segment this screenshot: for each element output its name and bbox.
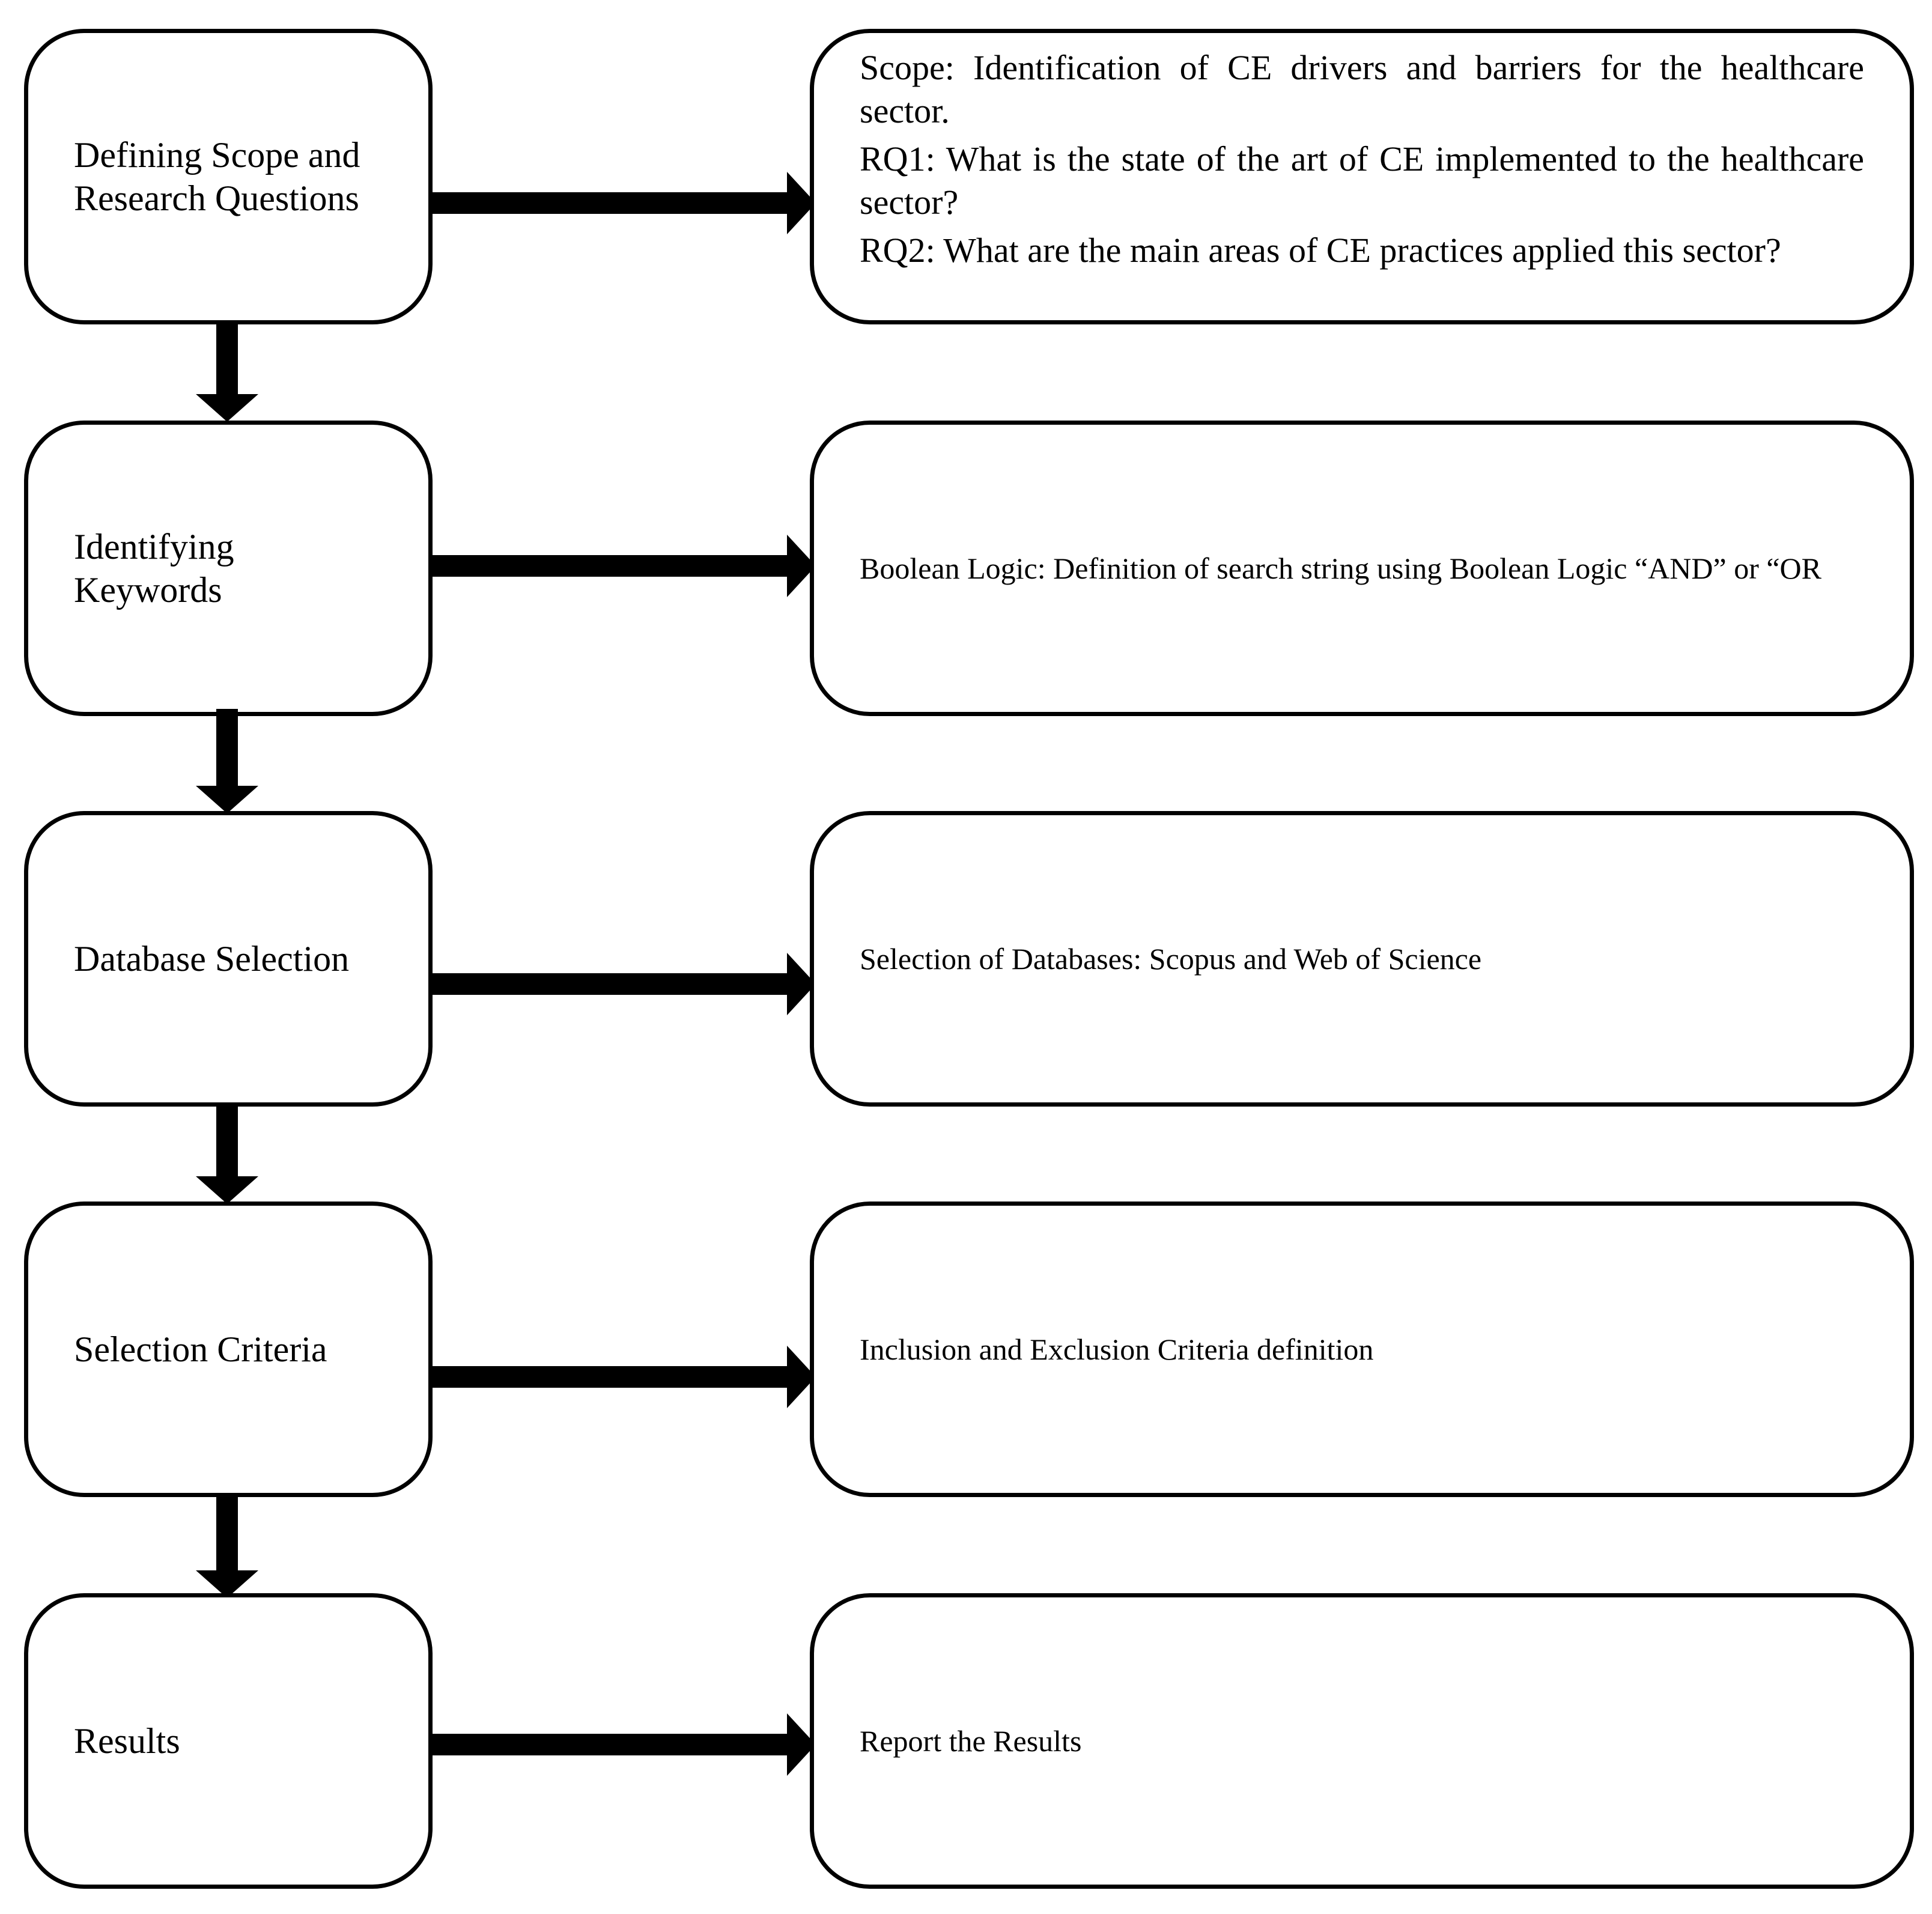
step-box-criteria: Selection Criteria <box>24 1202 433 1497</box>
step-label: Database Selection <box>74 939 350 979</box>
step-label: Identifying Keywords <box>74 527 234 610</box>
detail-box-scope: Scope: Identification of CE drivers and … <box>810 29 1914 324</box>
step-label: Selection Criteria <box>74 1329 327 1369</box>
results-text: Report the Results <box>860 1724 1082 1758</box>
databases-text: Selection of Databases: Scopus and Web o… <box>860 942 1482 976</box>
scope-text: Scope: Identification of CE drivers and … <box>860 48 1864 130</box>
detail-box-criteria: Inclusion and Exclusion Criteria definit… <box>810 1202 1914 1497</box>
right-arrow-icon <box>431 535 816 597</box>
down-arrow-icon <box>196 709 258 813</box>
detail-box-results: Report the Results <box>810 1593 1914 1889</box>
right-arrow-icon <box>431 1346 816 1408</box>
right-arrow-icon <box>431 1713 816 1776</box>
rq1-text: RQ1: What is the state of the art of CE … <box>860 139 1864 222</box>
step-box-results: Results <box>24 1593 433 1889</box>
down-arrow-icon <box>196 323 258 422</box>
rq2-text: RQ2: What are the main areas of CE pract… <box>860 231 1781 270</box>
step-box-keywords: Identifying Keywords <box>24 421 433 716</box>
right-arrow-icon <box>431 953 816 1015</box>
detail-box-keywords: Boolean Logic: Definition of search stri… <box>810 421 1914 716</box>
right-arrow-icon <box>431 172 816 234</box>
criteria-text: Inclusion and Exclusion Criteria definit… <box>860 1332 1374 1366</box>
boolean-logic-text: Boolean Logic: Definition of search stri… <box>860 551 1822 585</box>
down-arrow-icon <box>196 1103 258 1204</box>
detail-box-database: Selection of Databases: Scopus and Web o… <box>810 811 1914 1107</box>
step-label: Results <box>74 1721 180 1761</box>
down-arrow-icon <box>196 1493 258 1598</box>
step-box-scope: Defining Scope and Research Questions <box>24 29 433 324</box>
step-label: Defining Scope and Research Questions <box>74 135 360 218</box>
step-box-database: Database Selection <box>24 811 433 1107</box>
